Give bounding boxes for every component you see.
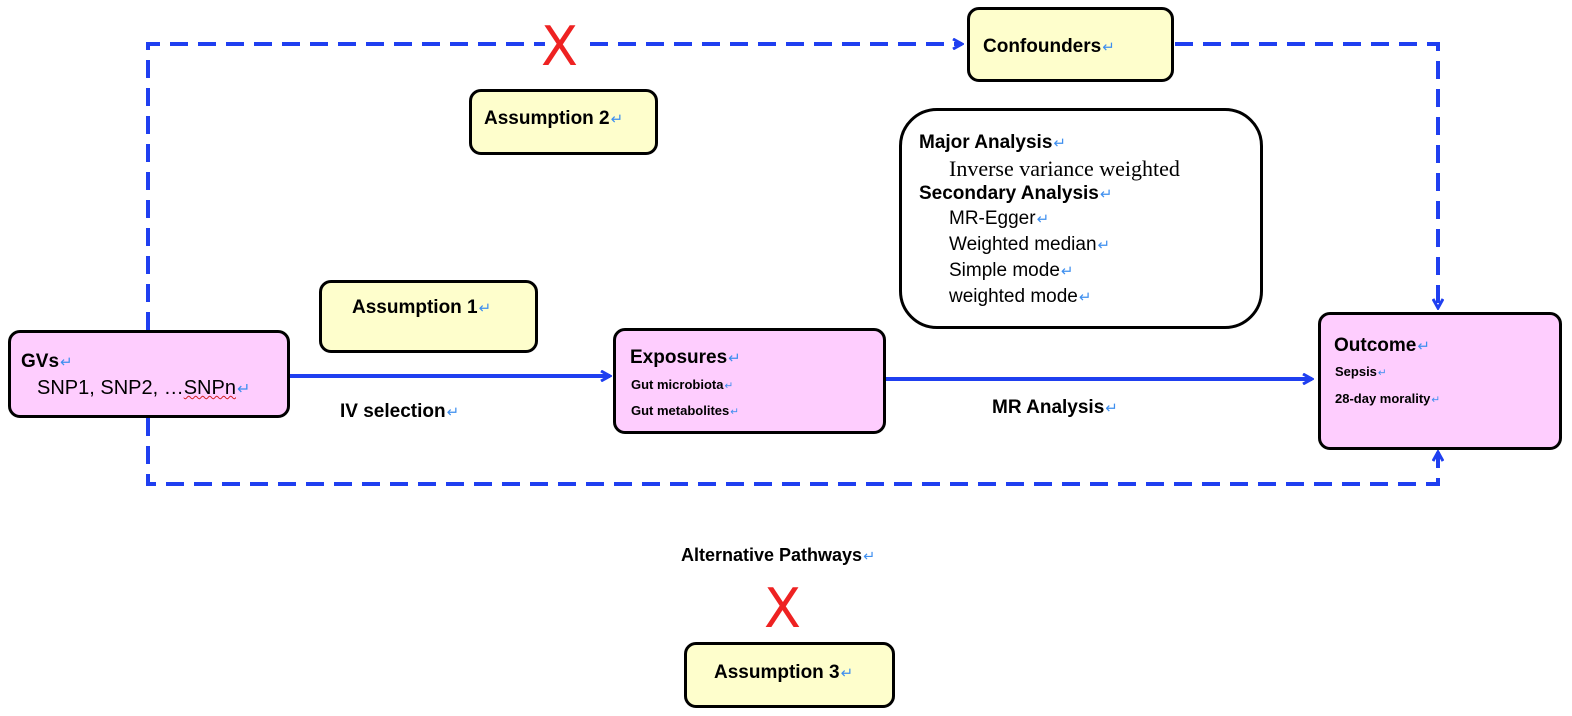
outcome-item: 28-day morality↵ [1335, 391, 1441, 406]
iv-selection-label: IV selection↵ [340, 401, 460, 422]
secondary-analysis-title: Secondary Analysis↵ [919, 183, 1113, 204]
exposures-item: Gut metabolites↵ [631, 403, 739, 418]
major-analysis-title: Major Analysis↵ [919, 132, 1067, 153]
confounders-to-outcome-dashed-arrow [1175, 42, 1438, 308]
secondary-analysis-item: weighted mode↵ [949, 286, 1092, 307]
violated-cross-icon-bottom: X [764, 577, 801, 640]
assumption-2-label: Assumption 2↵ [484, 108, 624, 129]
secondary-analysis-item: Weighted median↵ [949, 234, 1111, 255]
gvs-box: GVs↵ SNP1, SNP2, …SNPn↵ [8, 330, 290, 418]
gvs-snp-list: SNP1, SNP2, …SNPn↵ [37, 377, 251, 399]
assumption-2-box: Assumption 2↵ [469, 89, 658, 155]
assumption-3-label: Assumption 3↵ [714, 662, 854, 683]
gvs-to-outcome-alternative-dashed-arrow [146, 418, 1438, 486]
exposures-box: Exposures↵ Gut microbiota↵ Gut metabolit… [613, 328, 886, 434]
violated-cross-icon-top: X [541, 15, 578, 78]
outcome-box: Outcome↵ Sepsis↵ 28-day morality↵ [1318, 312, 1562, 450]
exposures-title: Exposures↵ [630, 347, 741, 368]
outcome-item: Sepsis↵ [1335, 364, 1387, 379]
exposures-item: Gut microbiota↵ [631, 377, 734, 392]
confounders-label: Confounders↵ [983, 36, 1115, 57]
assumption-1-box: Assumption 1↵ [319, 280, 538, 353]
mr-analysis-label: MR Analysis↵ [992, 397, 1119, 418]
alternative-pathways-label: Alternative Pathways↵ [681, 545, 876, 565]
secondary-analysis-item: Simple mode↵ [949, 260, 1074, 281]
analysis-methods-box: Major Analysis↵ Inverse variance weighte… [899, 108, 1263, 329]
outcome-title: Outcome↵ [1334, 335, 1431, 356]
assumption-1-label: Assumption 1↵ [352, 297, 492, 318]
confounders-box: Confounders↵ [967, 7, 1174, 82]
assumption-3-box: Assumption 3↵ [684, 642, 895, 708]
gvs-to-confounders-dashed-line [146, 42, 545, 330]
gvs-title: GVs↵ [21, 351, 73, 372]
major-analysis-item: Inverse variance weighted [949, 156, 1180, 181]
secondary-analysis-item: MR-Egger↵ [949, 208, 1050, 229]
